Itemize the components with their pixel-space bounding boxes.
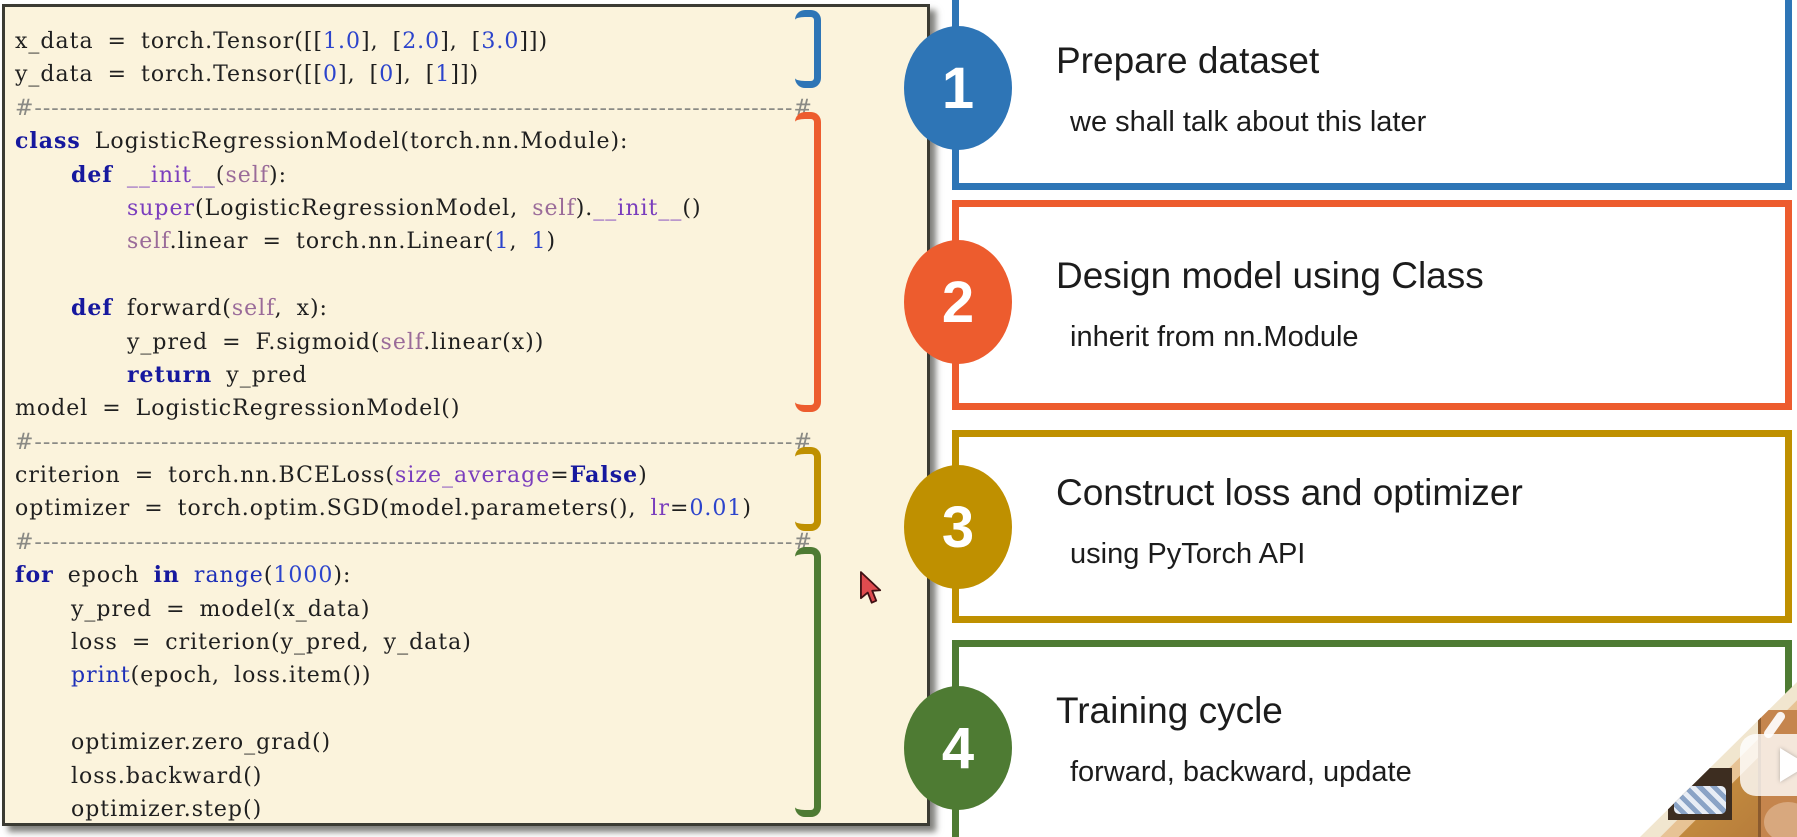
step-number-badge: 2 xyxy=(904,240,1012,364)
step-number: 2 xyxy=(941,269,975,335)
step-box xyxy=(952,430,1792,623)
step-number: 4 xyxy=(941,715,975,781)
code-line: model = LogisticRegressionModel() xyxy=(15,396,461,422)
code-line: y_pred = model(x_data) xyxy=(15,596,371,622)
step-number: 3 xyxy=(941,494,975,560)
step-subtitle: we shall talk about this later xyxy=(1070,106,1427,138)
code-line: print(epoch, loss.item()) xyxy=(70,663,372,689)
step-number-badge: 1 xyxy=(904,26,1012,150)
step-number-badge: 3 xyxy=(904,465,1012,589)
step-number-badge: 4 xyxy=(904,686,1012,810)
code-line: return y_pred xyxy=(126,361,308,388)
code-line: #---------------------------------------… xyxy=(15,95,813,121)
code-line: y_pred = F.sigmoid(self.linear(x)) xyxy=(15,329,545,355)
step-title: Construct loss and optimizer xyxy=(1056,472,1523,513)
play-triangle-icon xyxy=(1780,748,1797,782)
code-line: criterion = torch.nn.BCELoss(size_averag… xyxy=(15,462,648,489)
code-line xyxy=(15,259,813,292)
bracket-prepare-dataset-section xyxy=(795,10,821,88)
step-number: 1 xyxy=(941,55,975,121)
mouse-cursor-icon xyxy=(860,571,882,604)
step-title: Training cycle xyxy=(1056,690,1283,731)
photo-detail xyxy=(1764,802,1797,837)
bracket-design-model-section xyxy=(795,112,821,412)
step-box xyxy=(952,640,1792,837)
code-line: def __init__(self): xyxy=(70,161,288,188)
step-subtitle: forward, backward, update xyxy=(1070,756,1412,788)
code-content: x_data = torch.Tensor([[1.0], [2.0], [3.… xyxy=(15,25,813,823)
code-line: x_data = torch.Tensor([[1.0], [2.0], [3.… xyxy=(15,29,549,54)
step-title: Prepare dataset xyxy=(1056,40,1320,81)
code-line: #---------------------------------------… xyxy=(15,529,813,555)
code-line: optimizer = torch.optim.SGD(model.parame… xyxy=(15,496,753,522)
code-line: loss.backward() xyxy=(15,763,263,789)
code-line: y_data = torch.Tensor([[0], [0], [1]]) xyxy=(15,62,480,88)
code-line: #---------------------------------------… xyxy=(15,429,813,455)
step-subtitle: using PyTorch API xyxy=(1070,538,1306,570)
bracket-loss-optimizer-section xyxy=(795,447,821,531)
step-title: Design model using Class xyxy=(1056,255,1484,296)
code-line: super(LogisticRegressionModel, self).__i… xyxy=(126,195,702,221)
step-box xyxy=(952,0,1792,190)
code-line: optimizer.step() xyxy=(15,796,263,822)
bracket-training-cycle-section xyxy=(795,547,821,817)
bilibili-tv-play-icon xyxy=(1740,710,1797,798)
code-line: loss = criterion(y_pred, y_data) xyxy=(15,630,472,656)
code-line: optimizer.zero_grad() xyxy=(15,730,332,756)
code-line: for epoch in range(1000): xyxy=(15,562,352,589)
step-box xyxy=(952,200,1792,410)
code-line xyxy=(15,693,813,726)
code-line: self.linear = torch.nn.Linear(1, 1) xyxy=(126,229,557,255)
code-line: class LogisticRegressionModel(torch.nn.M… xyxy=(15,128,629,155)
step-subtitle: inherit from nn.Module xyxy=(1070,321,1359,353)
code-line: def forward(self, x): xyxy=(70,295,328,322)
code-panel: x_data = torch.Tensor([[1.0], [2.0], [3.… xyxy=(2,4,930,826)
